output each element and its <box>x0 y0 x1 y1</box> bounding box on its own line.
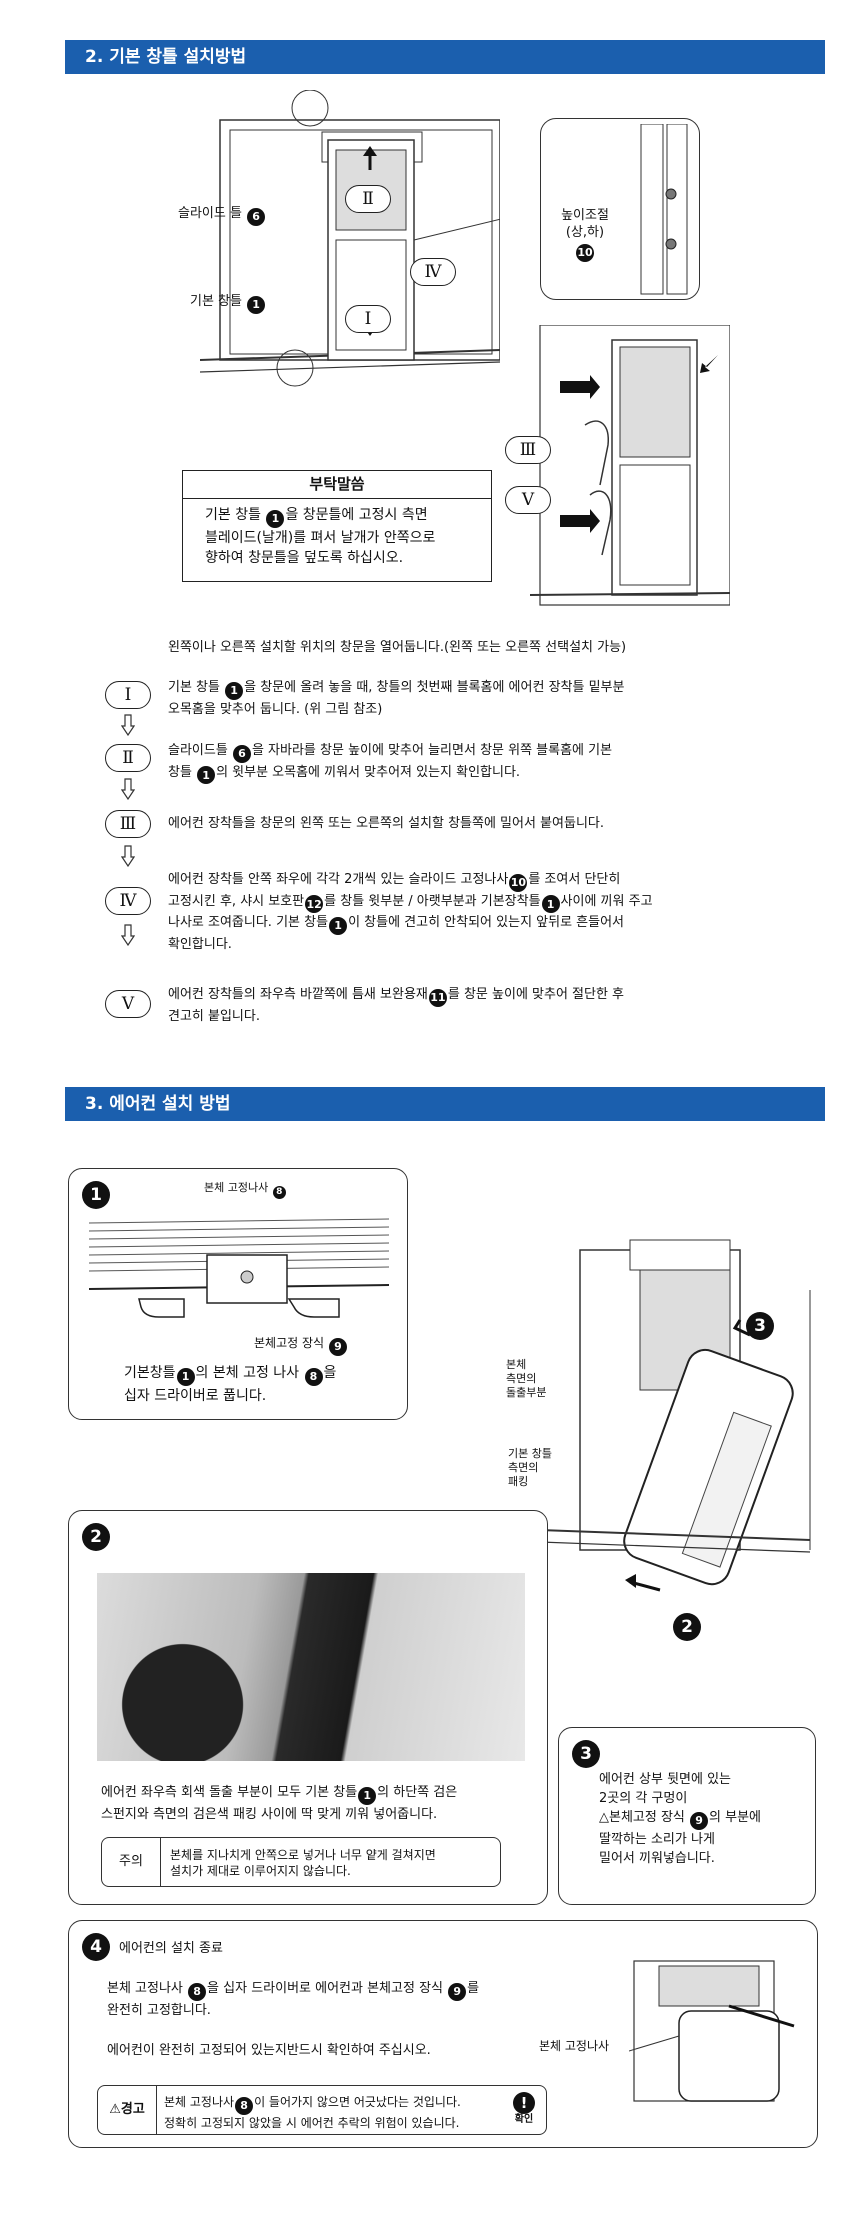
exclamation-icon: ! <box>513 2092 535 2114</box>
step-2-pointer-badge: 2 <box>673 1613 701 1641</box>
section-2-title: 2. 기본 창틀 설치방법 <box>85 47 247 67</box>
step-roman-2: Ⅱ <box>105 744 151 772</box>
diagram-roman-1: Ⅰ <box>345 305 391 333</box>
screw-label: 본체 고정나사 8 <box>204 1181 287 1199</box>
arrow-down-icon <box>121 778 135 800</box>
screw-detail-drawing <box>89 1218 390 1318</box>
diagram-roman-4: Ⅳ <box>410 258 456 286</box>
step-roman-1: Ⅰ <box>105 681 151 709</box>
number-1-badge: 1 <box>329 916 348 935</box>
frame-install-diagram <box>530 325 730 606</box>
step-4-number-badge: 4 <box>82 1933 110 1961</box>
hook-icon: △ <box>599 1810 609 1825</box>
diagram-roman-3: Ⅲ <box>505 436 551 464</box>
fix-label: 본체고정 장식 9 <box>254 1334 348 1356</box>
window-frame-diagram <box>200 90 500 387</box>
height-adjust-label: 높이조절(상,하)10 <box>545 207 625 262</box>
number-1-badge: 1 <box>358 1787 377 1805</box>
step-3-text: 에어컨 장착틀을 창문의 왼쪽 또는 오른쪽의 설치할 창틀쪽에 밀어서 붙여둡… <box>168 816 605 831</box>
basic-frame-label: 기본 창틀 1 <box>190 292 266 314</box>
number-1-badge: 1 <box>197 766 216 784</box>
step-3-number-badge: 3 <box>572 1740 600 1768</box>
notice-title: 부탁말씀 <box>183 471 491 499</box>
packing-photo <box>97 1573 525 1761</box>
number-9-badge: 9 <box>448 1983 467 2001</box>
diagram-roman-5: Ⅴ <box>505 486 551 514</box>
number-12-badge: 12 <box>305 895 324 913</box>
step-roman-3: Ⅲ <box>105 810 151 838</box>
card-4-screw-label: 본체 고정나사 <box>539 2039 610 2053</box>
number-1-badge: 1 <box>247 295 266 314</box>
section-2-title-bar: 2. 기본 창틀 설치방법 <box>65 40 825 74</box>
step-roman-5: Ⅴ <box>105 990 151 1018</box>
warning-triangle-icon: ⚠ <box>109 2102 121 2117</box>
number-6-badge: 6 <box>232 744 251 763</box>
card-4-title: 에어컨의 설치 종료 <box>119 1941 223 1956</box>
diagram-roman-2: Ⅱ <box>345 185 391 213</box>
number-9-badge: 9 <box>690 1811 709 1830</box>
number-6-badge: 6 <box>247 207 266 226</box>
section-3-title: 3. 에어컨 설치 방법 <box>85 1094 231 1114</box>
number-1-badge: 1 <box>266 510 285 528</box>
number-1-badge: 1 <box>225 681 244 700</box>
section-3-title-bar: 3. 에어컨 설치 방법 <box>65 1087 825 1121</box>
intro-text: 왼쪽이나 오른쪽 설치할 위치의 창문을 열어둡니다.(왼쪽 또는 오른쪽 선택… <box>168 640 627 655</box>
confirm-indicator: ! 확인 <box>506 2090 542 2126</box>
number-8-badge: 8 <box>272 1185 286 1199</box>
number-8-badge: 8 <box>235 2096 254 2115</box>
number-1-badge: 1 <box>541 895 560 913</box>
step-1-number-badge: 1 <box>82 1181 110 1209</box>
step-3-pointer-badge: 3 <box>746 1312 774 1340</box>
number-8-badge: 8 <box>304 1368 323 1386</box>
final-screw-drawing <box>629 1960 795 2102</box>
number-9-badge: 9 <box>328 1337 347 1356</box>
number-11-badge: 11 <box>428 988 447 1007</box>
slide-frame-label: 슬라이드 틀 6 <box>178 204 266 226</box>
height-adjust-inset: 높이조절(상,하)10 <box>540 118 700 300</box>
number-8-badge: 8 <box>188 1983 207 2001</box>
card-4-confirm-text: 에어컨이 완전히 고정되어 있는지반드시 확인하여 주십시오. <box>107 2043 431 2058</box>
arrow-down-icon <box>121 924 135 946</box>
arrow-down-icon <box>121 714 135 736</box>
number-10-badge: 10 <box>576 243 594 262</box>
ac-install-diagram <box>540 1239 811 1592</box>
step-roman-4: Ⅳ <box>105 887 151 915</box>
confirm-label: 확인 <box>514 2114 534 2125</box>
inset-frame-drawing <box>640 124 688 295</box>
arrow-down-icon <box>121 845 135 867</box>
caution-label: 주의 <box>102 1838 161 1886</box>
number-10-badge: 10 <box>509 873 528 892</box>
warning-label-cell: ⚠경고 <box>98 2086 157 2134</box>
number-1-badge: 1 <box>176 1368 195 1386</box>
step-2-number-badge: 2 <box>82 1523 110 1551</box>
